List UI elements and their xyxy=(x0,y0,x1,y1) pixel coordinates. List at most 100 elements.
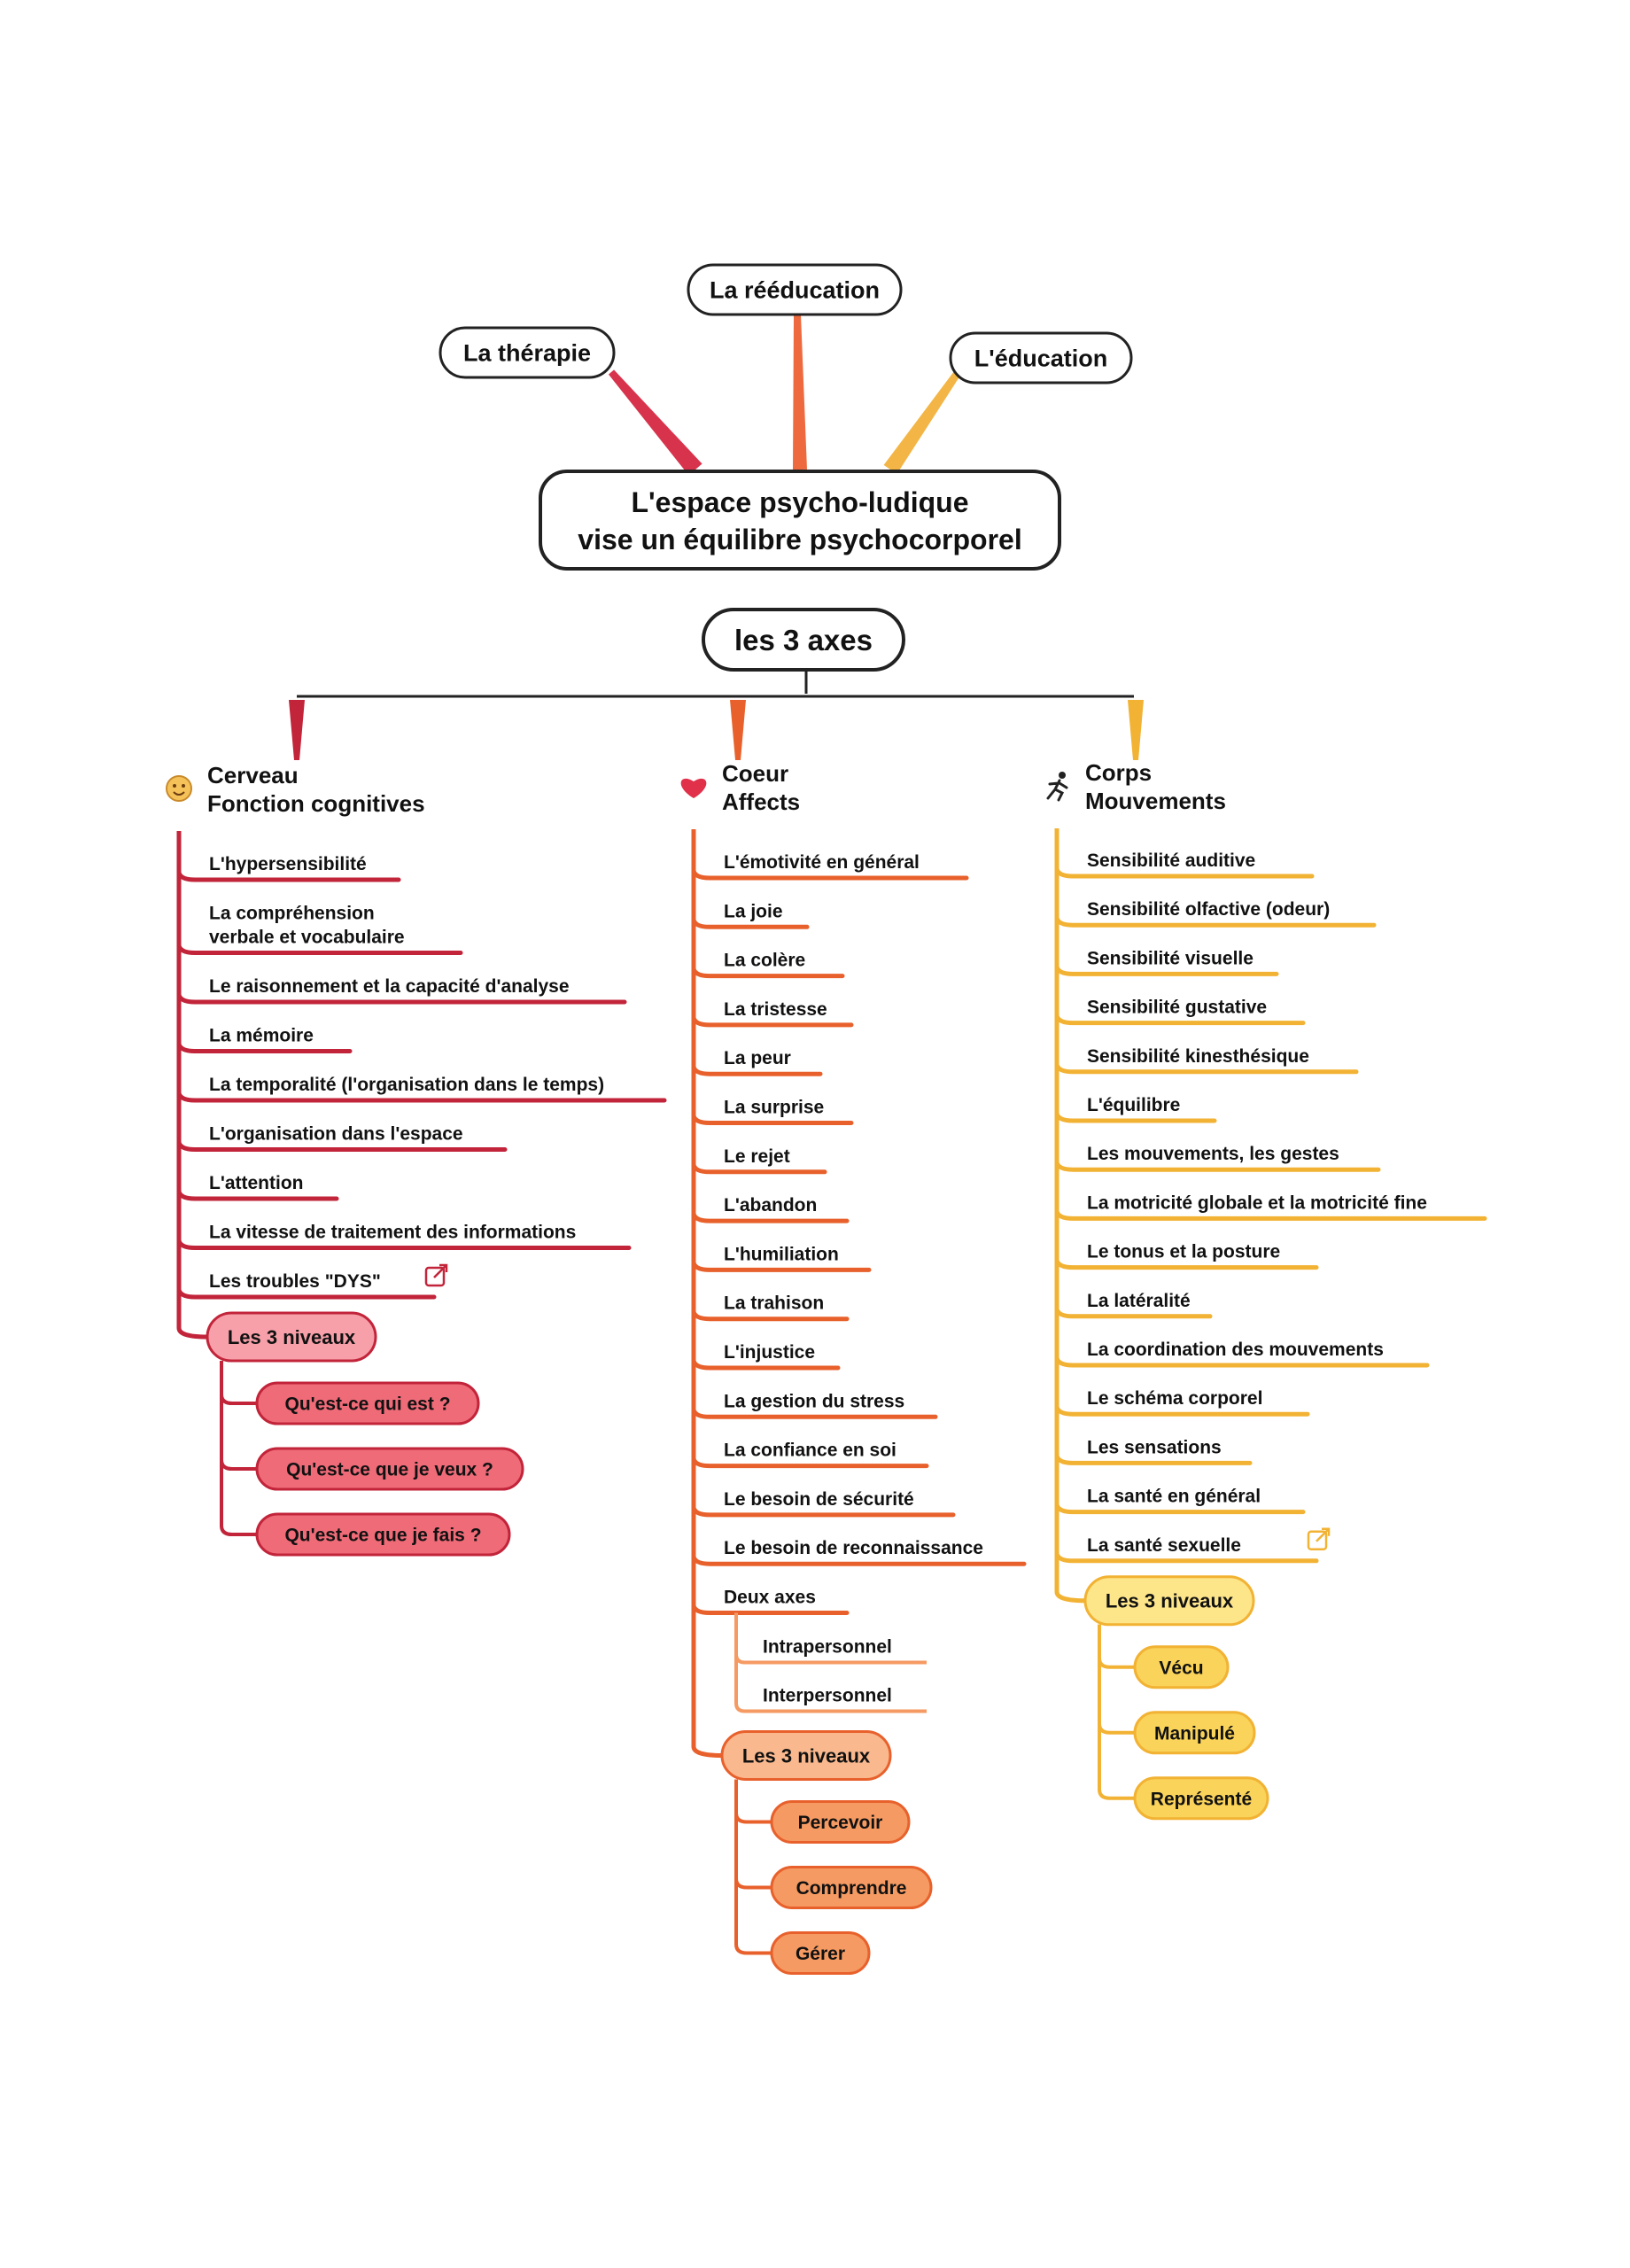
cerveau-item-2: Le raisonnement et la capacité d'analyse xyxy=(209,976,570,997)
cerveau-level-1[interactable]: Qu'est-ce que je veux ? xyxy=(255,1447,524,1491)
connector-therapie xyxy=(608,369,702,476)
central-node-line1: L'espace psycho-ludique xyxy=(631,486,968,518)
cerveau-item-4: La temporalité (l'organisation dans le t… xyxy=(209,1075,604,1095)
corps-levels-node[interactable]: Les 3 niveaux xyxy=(1083,1575,1255,1627)
coeur-drop-connector xyxy=(730,700,746,760)
coeur-item-2: La colère xyxy=(724,951,805,971)
cerveau-level-0-label: Qu'est-ce qui est ? xyxy=(284,1394,450,1415)
corps-title-2: Mouvements xyxy=(1085,788,1226,814)
coeur-item-5: La surprise xyxy=(724,1098,824,1118)
central-node[interactable] xyxy=(539,470,1061,571)
coeur-level-1-shape xyxy=(770,1866,933,1909)
coeur-level-2[interactable]: Gérer xyxy=(770,1931,871,1975)
coeur-sub-item-0: Intrapersonnel xyxy=(763,1637,892,1658)
corps-item-2: Sensibilité visuelle xyxy=(1087,948,1254,968)
cerveau-level-branch-2 xyxy=(220,1361,257,1536)
corps-level-branch-2 xyxy=(1098,1624,1135,1800)
node-therapie-label: La thérapie xyxy=(463,340,591,367)
coeur-level-1[interactable]: Comprendre xyxy=(770,1866,933,1909)
corps-external-link-icon-arrow xyxy=(1316,1527,1331,1542)
coeur-item-9: La trahison xyxy=(724,1293,824,1314)
corps-running-person-icon xyxy=(1046,772,1068,802)
cerveau-external-link-icon-arrow xyxy=(433,1263,448,1278)
central-node-line2: vise un équilibre psychocorporel xyxy=(578,524,1021,555)
node-reeducation[interactable]: La rééducation xyxy=(687,263,903,316)
cerveau-level-2-label: Qu'est-ce que je fais ? xyxy=(284,1526,481,1546)
corps-level-0-label: Vécu xyxy=(1159,1658,1203,1678)
cerveau-spine xyxy=(176,831,208,1340)
corps-drop-connector xyxy=(1128,700,1144,760)
coeur-item-8: L'humiliation xyxy=(724,1244,839,1264)
coeur-item-10: L'injustice xyxy=(724,1342,815,1363)
coeur-sub-branch-1 xyxy=(734,1612,927,1713)
cerveau-title-2: Fonction cognitives xyxy=(207,790,425,817)
corps-level-0-shape xyxy=(1133,1645,1230,1689)
node-les-3-axes[interactable]: les 3 axes xyxy=(702,608,905,672)
coeur-item-0: L'émotivité en général xyxy=(724,852,920,873)
coeur-level-0[interactable]: Percevoir xyxy=(770,1800,911,1844)
node-reeducation-shape xyxy=(687,263,903,316)
corps-level-0[interactable]: Vécu xyxy=(1133,1645,1230,1689)
coeur-item-7: L'abandon xyxy=(724,1195,817,1216)
cerveau-level-2[interactable]: Qu'est-ce que je fais ? xyxy=(255,1512,511,1557)
node-les-3-axes-shape xyxy=(702,608,905,672)
cerveau-item-3: La mémoire xyxy=(209,1026,314,1046)
coeur-title-2: Affects xyxy=(722,788,800,815)
corps-item-8: Le tonus et la posture xyxy=(1087,1242,1280,1262)
coeur-title-1: Coeur xyxy=(722,760,788,787)
corps-level-2-label: Représenté xyxy=(1151,1789,1252,1809)
connector-reeducation xyxy=(793,314,807,470)
cerveau-smiley-icon xyxy=(166,775,192,802)
coeur-level-branch-1 xyxy=(734,1779,772,1890)
corps-item-7: La motricité globale et la motricité fin… xyxy=(1087,1192,1427,1213)
cerveau-title-1: Cerveau xyxy=(207,762,299,788)
corps-item-4: Sensibilité kinesthésique xyxy=(1087,1046,1309,1067)
coeur-spine xyxy=(691,829,723,1758)
cerveau-level-branch-0 xyxy=(220,1361,257,1405)
corps-title-1: Corps xyxy=(1085,759,1152,786)
cerveau-level-0[interactable]: Qu'est-ce qui est ? xyxy=(255,1381,480,1425)
coeur-level-2-shape xyxy=(770,1931,871,1975)
corps-level-branch-0 xyxy=(1098,1624,1135,1669)
cerveau-item-7: La vitesse de traitement des information… xyxy=(209,1223,576,1243)
corps-level-1-label: Manipulé xyxy=(1154,1723,1235,1744)
connector-education xyxy=(883,365,965,475)
coeur-item-6: Le rejet xyxy=(724,1146,790,1167)
corps-item-12: Les sensations xyxy=(1087,1437,1222,1457)
coeur-levels-node-label: Les 3 niveaux xyxy=(742,1744,871,1767)
node-therapie[interactable]: La thérapie xyxy=(439,326,616,379)
corps-item-13: La santé en général xyxy=(1087,1487,1261,1507)
cerveau-item-6: L'attention xyxy=(209,1173,303,1193)
corps-item-1: Sensibilité olfactive (odeur) xyxy=(1087,899,1330,920)
cerveau-levels-node-label: Les 3 niveaux xyxy=(228,1326,356,1348)
corps-level-1-shape xyxy=(1133,1711,1256,1755)
node-education-label: L'éducation xyxy=(974,346,1107,372)
corps-level-1[interactable]: Manipulé xyxy=(1133,1711,1256,1755)
coeur-levels-node[interactable]: Les 3 niveaux xyxy=(720,1730,892,1781)
coeur-level-1-label: Comprendre xyxy=(796,1878,907,1899)
coeur-item-3: La tristesse xyxy=(724,999,827,1020)
cerveau-item-0: L'hypersensibilité xyxy=(209,854,367,874)
corps-item-14: La santé sexuelle xyxy=(1087,1535,1241,1556)
cerveau-external-link-icon[interactable] xyxy=(424,1263,448,1287)
node-reeducation-label: La rééducation xyxy=(710,277,880,304)
node-education[interactable]: L'éducation xyxy=(949,331,1133,384)
cerveau-levels-node[interactable]: Les 3 niveaux xyxy=(206,1311,377,1363)
corps-external-link-icon[interactable] xyxy=(1307,1527,1331,1551)
node-les-3-axes-label: les 3 axes xyxy=(734,624,873,656)
corps-item-5: L'équilibre xyxy=(1087,1095,1180,1115)
corps-external-link-icon-box xyxy=(1307,1530,1328,1551)
corps-item-10: La coordination des mouvements xyxy=(1087,1340,1384,1360)
coeur-item-12: La confiance en soi xyxy=(724,1441,896,1461)
corps-item-0: Sensibilité auditive xyxy=(1087,850,1255,871)
cerveau-level-1-label: Qu'est-ce que je veux ? xyxy=(286,1460,493,1480)
cerveau-level-2-shape xyxy=(255,1512,511,1557)
cerveau-level-0-shape xyxy=(255,1381,480,1425)
corps-item-3: Sensibilité gustative xyxy=(1087,998,1267,1018)
corps-level-2[interactable]: Représenté xyxy=(1133,1776,1269,1821)
coeur-item-4: La peur xyxy=(724,1048,791,1068)
coeur-level-0-label: Percevoir xyxy=(798,1813,883,1833)
coeur-item-14: Le besoin de reconnaissance xyxy=(724,1538,983,1558)
cerveau-item-1-line2: verbale et vocabulaire xyxy=(209,928,405,948)
